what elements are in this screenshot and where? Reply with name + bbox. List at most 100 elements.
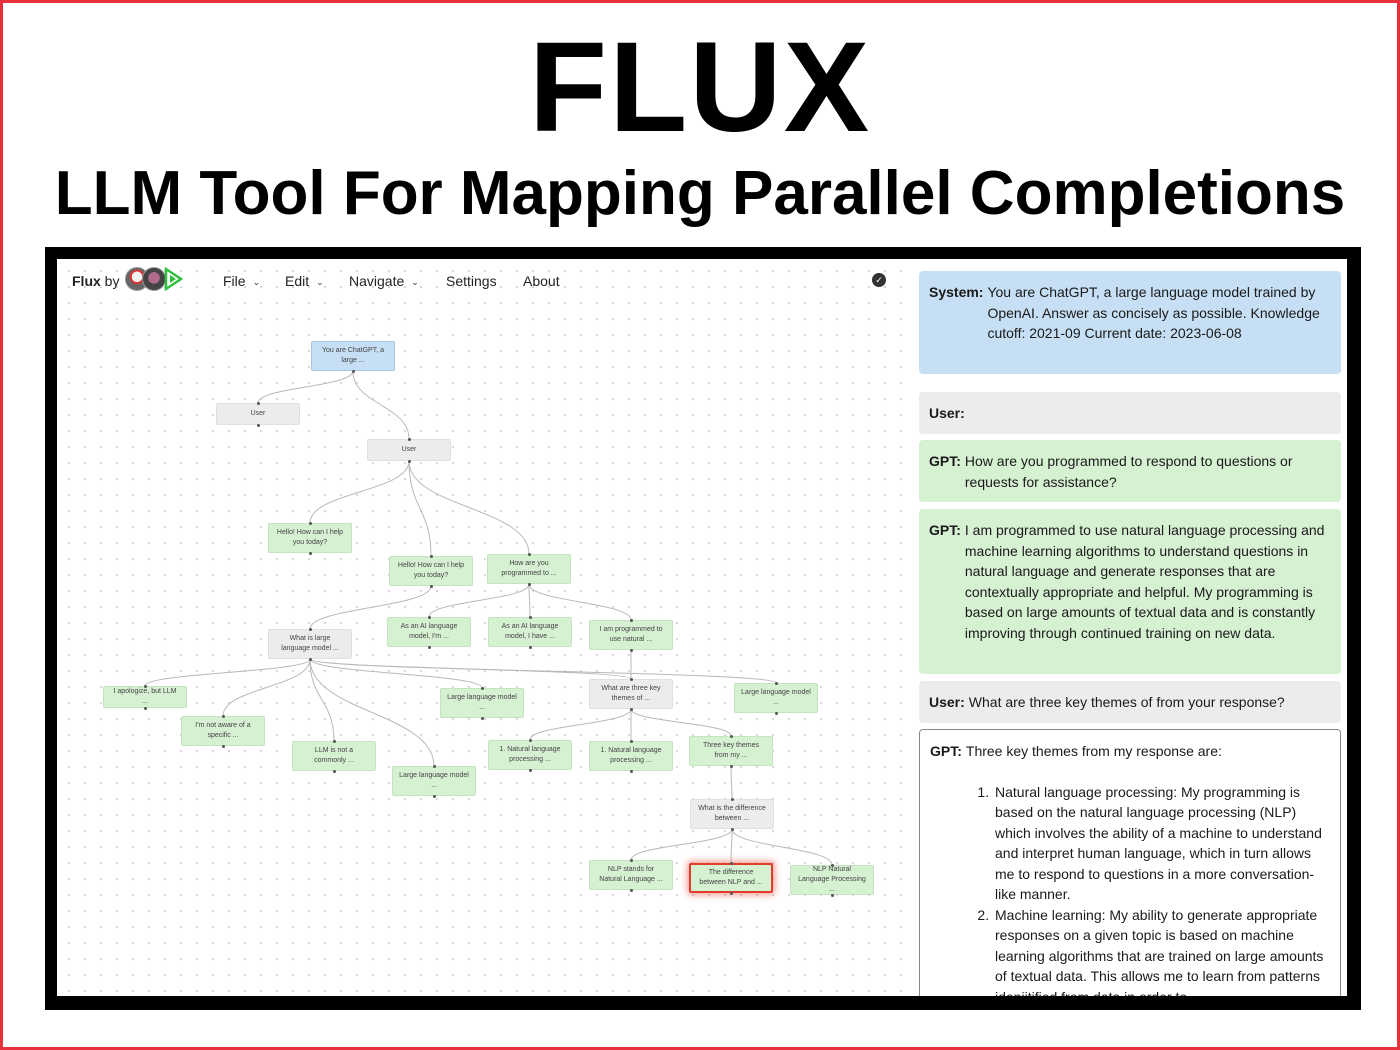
graph-node-gpt[interactable]: As an AI language model, I'm ...: [387, 617, 471, 647]
menu-about[interactable]: About: [523, 273, 560, 289]
graph-node-gpt[interactable]: Hello! How can I help you today?: [389, 556, 473, 586]
graph-node-gpt[interactable]: 1. Natural language processing ...: [488, 740, 572, 770]
graph-edge: [309, 658, 777, 684]
node-handle[interactable]: [427, 615, 431, 619]
graph-node-gpt[interactable]: 1. Natural language processing ...: [589, 741, 673, 771]
message-system[interactable]: System:You are ChatGPT, a large language…: [919, 271, 1341, 374]
graph-node-gpt[interactable]: Large language model ...: [440, 688, 524, 718]
node-handle[interactable]: [407, 437, 411, 441]
node-handle[interactable]: [332, 739, 336, 743]
node-handle[interactable]: [308, 551, 312, 555]
graph-node-gpt[interactable]: Hello! How can I help you today?: [268, 523, 352, 553]
graph-node-gpt[interactable]: Three key themes from my ...: [689, 736, 773, 766]
node-handle[interactable]: [629, 739, 633, 743]
node-handle[interactable]: [629, 858, 633, 862]
message-text: How are you programmed to respond to que…: [964, 453, 1293, 490]
navbar: Flux by File⌄ Edit⌄ Navigate⌄ Settings A…: [57, 259, 915, 295]
message-list-item: Machine learning: My ability to generate…: [993, 905, 1330, 997]
message-user[interactable]: User:: [919, 392, 1341, 434]
graph-node-gpt[interactable]: I am programmed to use natural ...: [589, 620, 673, 650]
graph-node-gpt[interactable]: I'm not aware of a specific ...: [181, 716, 265, 746]
chevron-down-icon: ⌄: [252, 277, 261, 287]
menu-edit[interactable]: Edit⌄: [285, 273, 324, 289]
graph-node-system[interactable]: You are ChatGPT, a large ...: [311, 341, 395, 371]
node-handle[interactable]: [256, 401, 260, 405]
node-handle[interactable]: [528, 738, 532, 742]
graph-node-user[interactable]: What is large language model ...: [268, 629, 352, 659]
graph-node-gpt[interactable]: NLP stands for Natural Language ...: [589, 860, 673, 890]
node-handle[interactable]: [629, 888, 633, 892]
node-handle[interactable]: [351, 369, 355, 373]
node-handle[interactable]: [527, 552, 531, 556]
message-user[interactable]: User:What are three key themes of from y…: [919, 681, 1341, 723]
node-handle[interactable]: [729, 734, 733, 738]
node-handle[interactable]: [332, 769, 336, 773]
check-circle-icon[interactable]: ✓: [872, 273, 886, 287]
graph-node-gpt[interactable]: Large language model ...: [734, 683, 818, 713]
node-handle[interactable]: [528, 768, 532, 772]
node-handle[interactable]: [528, 615, 532, 619]
graph-edges: [144, 370, 833, 866]
node-handle[interactable]: [830, 893, 834, 897]
graph-node-gpt[interactable]: How are you programmed to ...: [487, 554, 571, 584]
node-handle[interactable]: [429, 554, 433, 558]
node-handle[interactable]: [429, 584, 433, 588]
message-gpt[interactable]: GPT:I am programmed to use natural langu…: [919, 509, 1341, 674]
graph-node-user[interactable]: User: [216, 403, 300, 425]
node-handle[interactable]: [527, 582, 531, 586]
node-handle[interactable]: [730, 797, 734, 801]
message-role: GPT:: [929, 522, 961, 538]
author-avatars[interactable]: [125, 267, 185, 293]
graph-node-gpt[interactable]: As an AI language model, I have ...: [488, 617, 572, 647]
node-handle[interactable]: [432, 794, 436, 798]
node-handle[interactable]: [528, 645, 532, 649]
graph-node-gpt[interactable]: Large language model ...: [392, 766, 476, 796]
node-handle[interactable]: [629, 707, 633, 711]
menu-file[interactable]: File⌄: [223, 273, 260, 289]
node-handle[interactable]: [480, 716, 484, 720]
node-handle[interactable]: [221, 744, 225, 748]
message-text: I am programmed to use natural language …: [964, 522, 1325, 641]
node-handle[interactable]: [830, 863, 834, 867]
menu-settings[interactable]: Settings: [446, 273, 497, 289]
message-current[interactable]: GPT:Three key themes from my response ar…: [919, 729, 1341, 996]
play-logo-icon: [164, 267, 183, 291]
node-handle[interactable]: [256, 423, 260, 427]
node-handle[interactable]: [308, 521, 312, 525]
node-handle[interactable]: [629, 677, 633, 681]
conversation-panel[interactable]: System:You are ChatGPT, a large language…: [919, 271, 1341, 996]
node-handle[interactable]: [308, 657, 312, 661]
node-handle[interactable]: [221, 714, 225, 718]
node-handle[interactable]: [774, 711, 778, 715]
node-handle[interactable]: [629, 648, 633, 652]
graph-node-user[interactable]: What are three key themes of ...: [589, 679, 673, 709]
graph-node-gpt[interactable]: LLM is not a commonly ...: [292, 741, 376, 771]
graph-node-selected[interactable]: The difference between NLP and ...: [689, 863, 773, 893]
graph-node-user[interactable]: User: [367, 439, 451, 461]
node-handle[interactable]: [432, 764, 436, 768]
node-handle[interactable]: [774, 681, 778, 685]
node-handle[interactable]: [729, 861, 733, 865]
graph-edge: [309, 585, 432, 630]
node-handle[interactable]: [629, 769, 633, 773]
node-handle[interactable]: [427, 645, 431, 649]
node-handle[interactable]: [729, 891, 733, 895]
menu-navigate[interactable]: Navigate⌄: [349, 273, 419, 289]
hero-subtitle: LLM Tool For Mapping Parallel Completion…: [54, 159, 1346, 228]
node-handle[interactable]: [729, 764, 733, 768]
node-handle[interactable]: [143, 706, 147, 710]
node-handle[interactable]: [407, 459, 411, 463]
node-handle[interactable]: [629, 618, 633, 622]
graph-node-gpt[interactable]: I apologize, but LLM ...: [103, 686, 187, 708]
graph-edge: [257, 370, 354, 404]
node-handle[interactable]: [480, 686, 484, 690]
graph-edge: [630, 708, 732, 737]
message-gpt[interactable]: GPT:How are you programmed to respond to…: [919, 440, 1341, 502]
node-handle[interactable]: [143, 684, 147, 688]
node-handle[interactable]: [308, 627, 312, 631]
graph-node-gpt[interactable]: NLP Natural Language Processing ...: [790, 865, 874, 895]
node-handle[interactable]: [730, 827, 734, 831]
graph-node-user[interactable]: What is the difference between ...: [690, 799, 774, 829]
